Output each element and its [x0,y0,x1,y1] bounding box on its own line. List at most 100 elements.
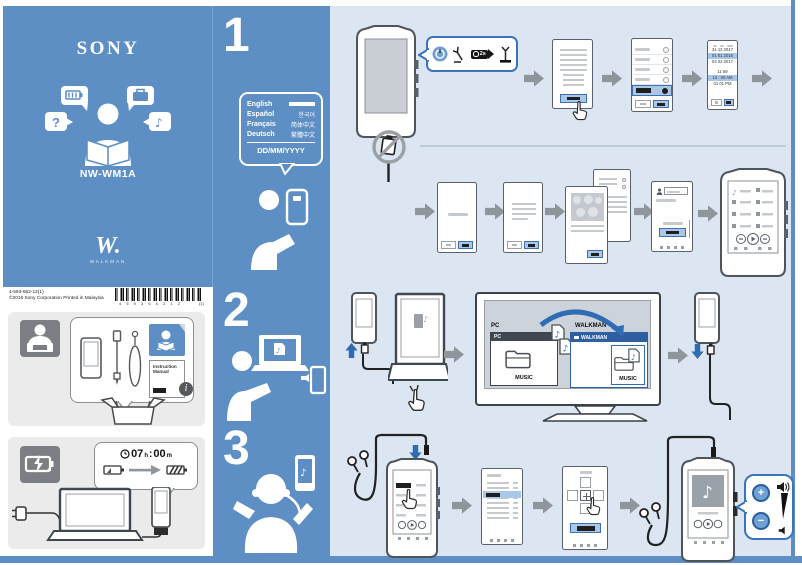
walkman-window-label: WALKMAN [575,323,607,329]
cover-panel: SONY ? [3,6,213,287]
progress-arrow [129,465,161,475]
back-button [441,241,456,249]
volume-callout: + − [736,474,794,540]
callout-tail-left [736,500,747,514]
step2-panel: 2 ♪ [213,284,330,425]
picker-header [708,45,737,47]
list-option [632,75,672,85]
volume-ramp-icon [781,493,788,519]
battery-low-icon [103,465,124,475]
monitor-stand [542,406,648,422]
text-lines [599,178,617,188]
usb-plug-icon [360,342,369,354]
barcode-digits: 4 5 9 3 6 5 2 1 2 [119,301,182,306]
walkman-music-folder-label: MUSIC [619,376,637,382]
setup-screen-notice [503,182,543,253]
bottom-edge-strip [0,556,802,563]
strap-item [128,330,142,387]
svg-text:♪: ♪ [732,189,736,197]
flow-arrow [602,70,622,87]
album-left [567,490,578,501]
package-contents-box: Instruction Manual i [8,312,205,426]
flow-arrow [698,205,718,222]
titlebar-folder-icon [574,335,579,340]
flow-arrow [452,497,472,514]
track-rows [487,482,509,522]
svg-text:♪: ♪ [702,483,713,503]
account-input [664,187,688,195]
text-lines [571,225,604,235]
toolbox-bubble [127,86,154,111]
barcode-suffix: (1) [199,301,204,306]
time-row: 11 59 [717,69,728,74]
setup-screen-confirm [437,182,477,253]
flow-arrow [524,70,544,87]
battery-bubble [61,86,88,111]
charge-minutes-unit: m [166,453,172,459]
startup-guide-item [149,324,185,356]
player-disconnect-device [694,292,720,344]
info-icon: i [179,382,193,396]
reader-illustration: ? ♪ [45,86,171,166]
charging-icon-tile [20,446,60,483]
laptop-illustration: ♪ [388,292,448,381]
date-row-selected: 01 01 2016 [708,53,737,59]
music-file-icon [628,348,640,363]
svg-text:♪: ♪ [300,468,306,479]
charging-setup-illustration [12,487,171,541]
date-row: 31 12 2017 [712,47,733,52]
playback-navigation-screen [562,466,608,550]
bubble-tail [279,163,295,175]
volume-quiet-icon [777,525,789,536]
antenna-off-icon [453,46,464,63]
volume-up-button: + [752,484,770,502]
pc-window: PC MUSIC [490,332,558,386]
pc-music-folder-label: MUSIC [515,375,533,381]
guide-cover-icon [157,324,185,352]
reader-person [85,103,131,166]
player-item [80,337,102,379]
music-bubble: ♪ [143,112,171,131]
track-durations [513,482,518,522]
unboxing-icon-tile [20,320,60,357]
step1-number: 1 [223,9,250,62]
charging-box: 07 h : 00 m [8,437,205,549]
open-box-illustration [100,397,166,425]
setup-screen-account [651,181,693,252]
walkman-device-front [356,25,419,138]
next-button [524,241,539,249]
monitor: PC PC MUSIC WALKMAN WALKMAN MUSIC [475,292,661,406]
svg-text:♪: ♪ [155,116,163,130]
pc-window-title: PC [494,334,501,340]
tap-hand-icon [400,489,418,510]
flow-arrow [545,203,565,220]
time-row-selected: 12 : 00 AM [708,75,737,81]
svg-text:?: ? [52,115,60,130]
language-english-bar [289,102,315,106]
double-click-hand-icon [408,384,425,411]
usb-cable [709,354,731,420]
flow-arrow [682,70,702,87]
walkman-window: WALKMAN MUSIC [570,332,648,388]
walkman-window-titlebar: WALKMAN [571,333,647,342]
volume-down-button: − [752,512,770,530]
list-option [632,45,672,55]
walkman-logo: W. WALKMAN [3,234,213,264]
time-row: 01 01 PM [713,81,732,86]
list-option-selected [632,85,672,96]
battery-full-icon [166,465,187,475]
language-deutsch: Deutsch [247,130,275,138]
charge-hours: 07 [131,448,144,460]
flow-arrow [620,497,640,514]
walkman-window-title: WALKMAN [581,334,608,341]
no-usb-while-setup-icon [372,130,406,182]
power-on-callout: 2s [418,36,518,72]
setup-screen-language [552,39,593,109]
power-button-icon [432,46,448,62]
bubble-divider [247,142,315,143]
text-lines [563,74,584,88]
pc-window-label: PC [491,323,500,329]
charge-minutes: 00 [153,448,166,460]
hold-2s-badge: 2s [471,49,494,59]
